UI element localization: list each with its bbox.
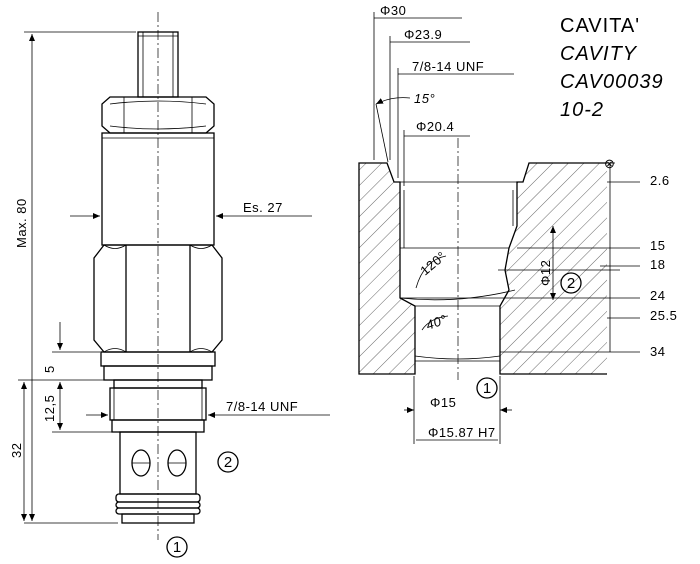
dia-12-label: Φ12: [538, 260, 553, 286]
depth-2-6: 2.6: [650, 173, 670, 188]
title-cavita: CAVITA': [560, 15, 640, 37]
max-length-label: Max. 80: [14, 198, 29, 248]
hex-size-label: Es. 27: [243, 200, 283, 215]
dia-15-87-label: Φ15.87 H7: [428, 425, 496, 440]
angle-40-label: 40°: [424, 311, 449, 332]
svg-text:2: 2: [567, 275, 575, 292]
surface-symbol: ⊗: [604, 156, 615, 171]
cavity-port-1-marker: [476, 377, 498, 399]
svg-text:1: 1: [173, 539, 181, 556]
dim-5-label: 5: [42, 365, 57, 373]
hex-body: [93, 244, 223, 353]
title-size: 10-2: [560, 99, 604, 121]
title-cavity: CAVITY: [560, 43, 638, 65]
title-code: CAV00039: [560, 71, 664, 93]
angle-120-label: 120°: [417, 248, 449, 278]
port-2-marker: [217, 451, 239, 473]
dim-12-5-label: 12,5: [42, 395, 57, 422]
dia-20-4-label: Φ20.4: [416, 119, 454, 134]
valve-thread-label: 7/8-14 UNF: [226, 399, 298, 414]
dia-23-9-label: Φ23.9: [404, 27, 442, 42]
svg-text:1: 1: [483, 380, 491, 397]
cavity-section-view: Φ30 Φ23.9 7/8-14 UNF 15° Φ20.4 120° 40° …: [358, 3, 677, 444]
dia-30-label: Φ30: [380, 3, 406, 18]
dia-15-label: Φ15: [430, 395, 456, 410]
cavity-port-2-marker: [560, 272, 582, 294]
title-block: CAVITA' CAVITY CAV00039 10-2: [560, 15, 664, 121]
svg-text:2: 2: [224, 454, 232, 471]
depth-15: 15: [650, 238, 665, 253]
depth-34: 34: [650, 344, 665, 359]
angle-15-label: 15°: [414, 91, 435, 106]
dim-32-label: 32: [9, 443, 24, 458]
valve-side-view: Max. 80 5 12,5 32 Es. 27 7/8-14 UNF 2 1: [9, 12, 330, 558]
uncavity-thread-label: 7/8-14 UNF: [412, 59, 484, 74]
depth-25-5: 25.5: [650, 308, 677, 323]
depth-18: 18: [650, 257, 665, 272]
depth-24: 24: [650, 288, 665, 303]
port-1-marker: [166, 536, 188, 558]
